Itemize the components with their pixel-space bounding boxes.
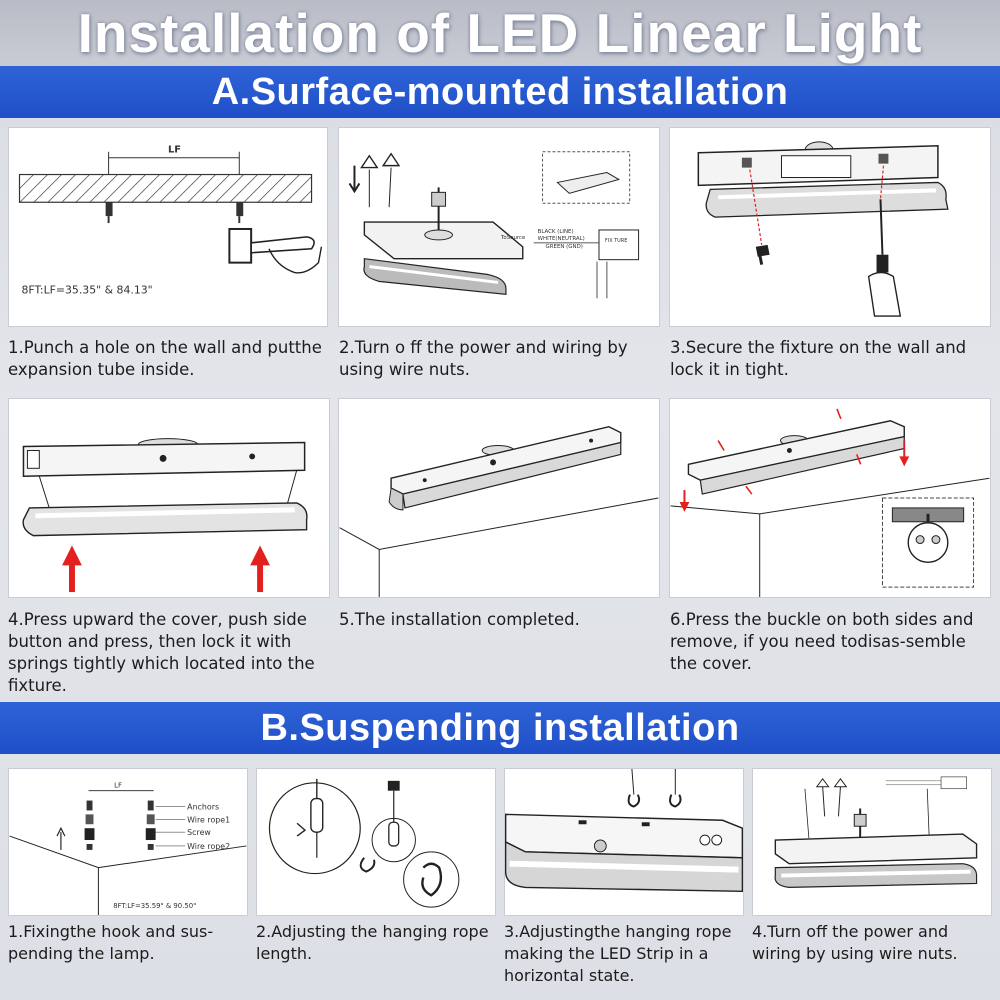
wiring-label-box	[940, 776, 967, 790]
svg-text:Wire rope2: Wire rope2	[187, 842, 230, 851]
step-a2-caption: 2.Turn o ff the power and wiring by usin…	[339, 338, 628, 379]
lf-spec: 8FT:LF=35.35" & 84.13"	[21, 283, 152, 296]
step-a3-caption: 3.Secure the fixture on the wall and loc…	[670, 338, 967, 379]
step-a1-caption: 1.Punch a hole on the wall and putthe ex…	[8, 338, 322, 379]
buckle-icon	[907, 522, 949, 564]
svg-text:FIX TURE: FIX TURE	[605, 238, 627, 244]
screw-icon	[755, 244, 770, 265]
step-a3-illustration	[669, 127, 991, 327]
step-b3-illustration	[504, 768, 744, 916]
step-b3-caption: 3.Adjustingthe hanging rope making the L…	[504, 922, 732, 985]
down-arrow-icon	[899, 440, 910, 467]
step-b1-caption: 1.Fixingthe hook and sus-pending the lam…	[8, 922, 214, 963]
fixture-body	[774, 808, 978, 888]
step-a6-caption: 6.Press the buckle on both sides and rem…	[670, 610, 974, 673]
step-b2-illustration	[256, 768, 496, 916]
anchor-icon	[84, 800, 95, 850]
installed-fixture	[687, 420, 905, 495]
step-a1-illustration: LF 8FT:LF=35.35" & 84.13"	[8, 127, 328, 327]
svg-text:ToSource: ToSource	[500, 235, 526, 241]
step-a4-illustration	[8, 398, 330, 598]
svg-text:LF: LF	[114, 782, 122, 790]
screwdriver-icon	[867, 199, 902, 317]
diffuser-cover	[705, 181, 949, 218]
step-b4-illustration	[752, 768, 992, 916]
up-arrow-icon	[62, 545, 82, 593]
installed-fixture	[388, 425, 622, 511]
svg-text:Wire rope1: Wire rope1	[187, 815, 230, 824]
anchor-icon	[145, 800, 156, 850]
hammer-icon	[228, 227, 323, 274]
svg-text:Anchors: Anchors	[187, 802, 219, 811]
diffuser-cover	[363, 258, 507, 295]
svg-text:Screw: Screw	[187, 828, 211, 837]
mounting-bracket	[697, 141, 939, 187]
ceiling-corner	[339, 497, 659, 597]
svg-text:GREEN (GND): GREEN (GND)	[546, 244, 583, 250]
diffuser-cover	[22, 502, 308, 537]
section-b-heading: B.Suspending installation	[0, 702, 1000, 754]
fixture-body	[363, 187, 524, 260]
fixture-body	[22, 438, 306, 509]
svg-text:WHITE(NEUTRAL): WHITE(NEUTRAL)	[538, 236, 585, 242]
svg-text:BLACK (LINE): BLACK (LINE)	[538, 229, 574, 235]
ceiling-anchor-icon	[387, 780, 400, 823]
press-indicator-marks	[717, 408, 862, 495]
step-b1-illustration: LF Anchors Wire rope1 Screw Wire rope2 8…	[8, 768, 248, 916]
page-title: Installation of LED Linear Light	[0, 0, 1000, 66]
wire-nut-icon	[815, 778, 848, 817]
step-a4-caption: 4.Press upward the cover, push side butt…	[8, 610, 315, 695]
step-b2-caption: 2.Adjusting the hanging rope length.	[256, 922, 489, 963]
up-arrow-icon	[250, 545, 270, 593]
down-arrow-icon	[679, 490, 690, 512]
step-a2-illustration: ToSource BLACK (LINE) WHITE(NEUTRAL) GRE…	[338, 127, 660, 327]
step-a5-illustration	[338, 398, 660, 598]
led-strip-body	[505, 813, 743, 893]
lf-label: LF	[168, 145, 181, 156]
step-a6-illustration	[669, 398, 991, 598]
wire-nut-icon	[348, 152, 401, 208]
hanging-rope	[627, 769, 641, 808]
svg-text:8FT:LF=35.59" & 90.50": 8FT:LF=35.59" & 90.50"	[113, 902, 196, 910]
step-a5-caption: 5.The installation completed.	[339, 610, 580, 629]
hanging-rope	[669, 769, 682, 808]
step-b4-caption: 4.Turn off the power and wiring by using…	[752, 922, 958, 963]
hook-detail-inset	[403, 851, 460, 908]
section-a-heading: A.Surface-mounted installation	[0, 66, 1000, 118]
ceiling-slab	[18, 173, 313, 203]
